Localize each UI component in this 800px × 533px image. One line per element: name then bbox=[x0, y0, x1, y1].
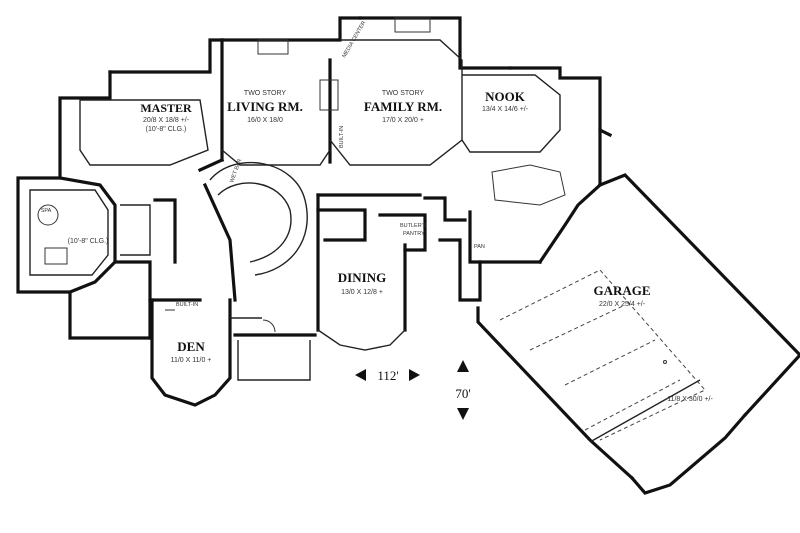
master-size: 20/8 X 18/8 +/- bbox=[143, 117, 190, 124]
arrow-left-icon bbox=[355, 369, 366, 381]
arrow-up-icon bbox=[457, 360, 469, 372]
garage-size: 22/0 X 25/4 +/- bbox=[599, 301, 646, 308]
bath-note: (10'-8" CLG.) bbox=[68, 238, 109, 245]
room-bath: SPA (10'-8" CLG.) bbox=[41, 208, 109, 245]
room-garage: GARAGE 22/0 X 25/4 +/- 11/8 X 30/0 +/- bbox=[593, 283, 713, 403]
room-master: MASTER 20/8 X 18/8 +/- (10'-8" CLG.) bbox=[140, 101, 192, 133]
living-subtitle: TWO STORY bbox=[244, 90, 286, 97]
den-name: DEN bbox=[177, 339, 205, 354]
pantry-label: PANTRY bbox=[403, 231, 425, 237]
nook-size: 13/4 X 14/6 +/- bbox=[482, 106, 529, 113]
depth-dimension: 70' bbox=[455, 386, 470, 401]
fixtures bbox=[37, 17, 667, 364]
room-living: TWO STORY LIVING RM. 16/0 X 18/0 bbox=[227, 90, 303, 124]
garage-size-2: 11/8 X 30/0 +/- bbox=[667, 396, 713, 403]
room-dining: DINING 13/0 X 12/8 + bbox=[338, 270, 386, 296]
dining-name: DINING bbox=[338, 270, 386, 285]
nook-name: NOOK bbox=[485, 89, 526, 104]
room-den: DEN 11/0 X 11/0 + bbox=[171, 339, 212, 364]
family-name: FAMILY RM. bbox=[364, 99, 442, 114]
walls bbox=[16, 16, 800, 495]
master-note: (10'-8" CLG.) bbox=[146, 126, 187, 133]
butlers-label: BUTLER'S bbox=[400, 223, 427, 229]
pan-label: PAN bbox=[474, 244, 485, 250]
family-subtitle: TWO STORY bbox=[382, 90, 424, 97]
spa-label: SPA bbox=[41, 208, 52, 214]
arrow-right-icon bbox=[409, 369, 420, 381]
room-nook: NOOK 13/4 X 14/6 +/- bbox=[482, 89, 529, 113]
built-in-label: BUILT-IN bbox=[176, 302, 198, 308]
dining-size: 13/0 X 12/8 + bbox=[341, 289, 383, 296]
master-name: MASTER bbox=[140, 101, 192, 115]
built-in-label-2: BUILT-IN bbox=[339, 126, 345, 148]
living-name: LIVING RM. bbox=[227, 99, 303, 114]
arrow-down-icon bbox=[457, 408, 469, 420]
living-size: 16/0 X 18/0 bbox=[247, 117, 283, 124]
garage-name: GARAGE bbox=[593, 283, 650, 298]
den-size: 11/0 X 11/0 + bbox=[171, 357, 212, 364]
room-family: TWO STORY FAMILY RM. 17/0 X 20/0 + bbox=[364, 90, 442, 124]
width-dimension: 112' bbox=[377, 368, 398, 383]
family-size: 17/0 X 20/0 + bbox=[382, 117, 424, 124]
dimension-depth: 70' bbox=[455, 360, 471, 420]
dimension-width: 112' bbox=[355, 368, 420, 383]
wet-bar-label: WET BAR bbox=[229, 158, 243, 184]
